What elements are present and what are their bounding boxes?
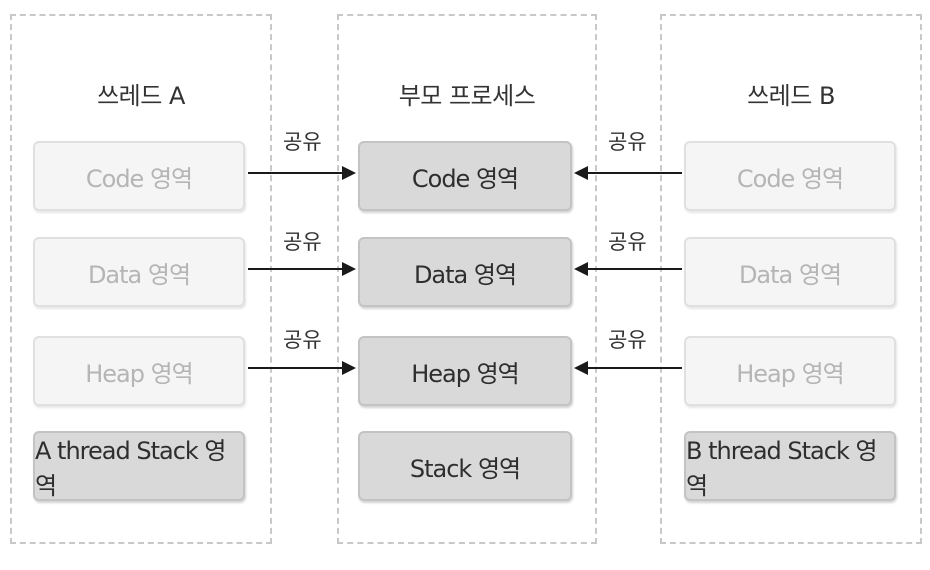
- thread-a-code-area: Code 영역: [33, 141, 245, 211]
- arrowhead-b-code: [574, 166, 588, 180]
- share-label-b-heap: 공유: [608, 328, 647, 352]
- arrowhead-b-heap: [574, 361, 588, 375]
- parent-process-title: 부모 프로세스: [398, 82, 536, 110]
- thread-a-heap-area: Heap 영역: [33, 336, 245, 406]
- thread-b-heap-area: Heap 영역: [684, 336, 896, 406]
- thread-a-stack-area: A thread Stack 영역: [33, 431, 245, 501]
- parent-heap-area: Heap 영역: [358, 336, 572, 406]
- parent-stack-area: Stack 영역: [358, 431, 572, 501]
- thread-b-stack-area: B thread Stack 영역: [684, 431, 896, 501]
- share-label-b-data: 공유: [608, 230, 647, 254]
- thread-b-code-area: Code 영역: [684, 141, 896, 211]
- thread-a-title: 쓰레드 A: [97, 82, 185, 110]
- thread-b-title: 쓰레드 B: [747, 82, 835, 110]
- share-label-a-heap: 공유: [283, 328, 322, 352]
- arrowhead-a-code: [342, 166, 356, 180]
- parent-data-area: Data 영역: [358, 237, 572, 307]
- arrowhead-b-data: [574, 262, 588, 276]
- arrowhead-a-heap: [342, 361, 356, 375]
- thread-b-data-area: Data 영역: [684, 237, 896, 307]
- thread-a-data-area: Data 영역: [33, 237, 245, 307]
- share-label-a-code: 공유: [283, 130, 322, 154]
- parent-code-area: Code 영역: [358, 141, 572, 211]
- arrowhead-a-data: [342, 262, 356, 276]
- share-label-b-code: 공유: [608, 130, 647, 154]
- share-label-a-data: 공유: [283, 230, 322, 254]
